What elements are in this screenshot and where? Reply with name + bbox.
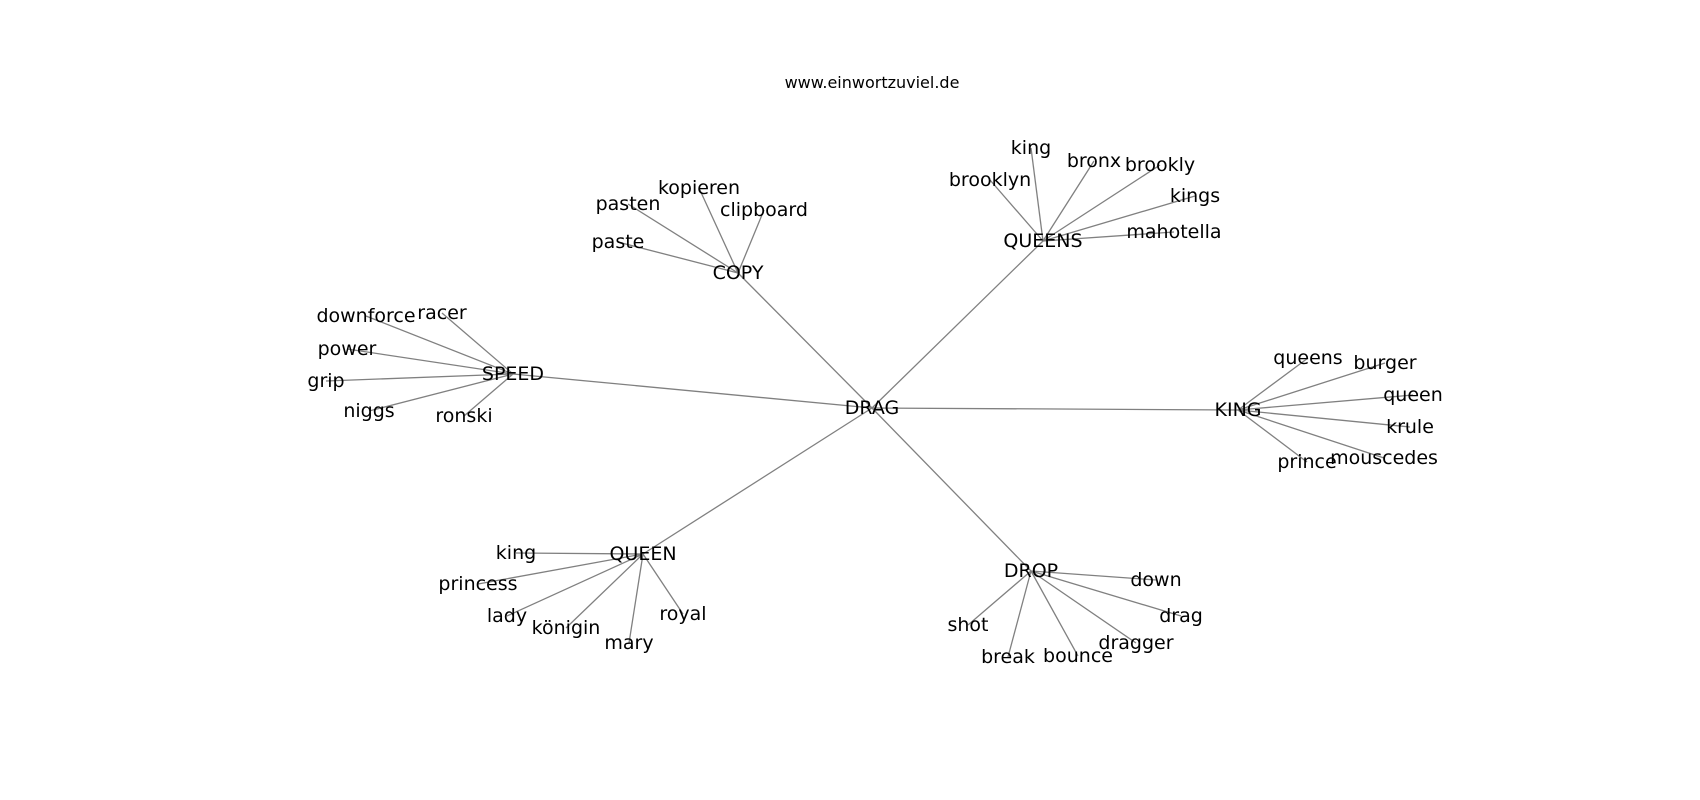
edge-root-speed xyxy=(512,373,873,409)
edge-queens-5 xyxy=(1042,231,1175,242)
node-root: DRAG xyxy=(845,397,899,419)
edge-king-2 xyxy=(1237,394,1414,411)
node-leaf-drop-4: break xyxy=(981,646,1035,668)
edge-queen-5 xyxy=(642,553,684,615)
node-leaf-queen-5: royal xyxy=(659,603,706,625)
edge-drop-4 xyxy=(1007,570,1032,658)
edge-speed-2 xyxy=(346,348,514,375)
edge-king-1 xyxy=(1237,362,1386,411)
edge-copy-0 xyxy=(698,187,739,274)
node-leaf-king-3: krule xyxy=(1386,416,1434,438)
edge-root-queens xyxy=(871,240,1044,409)
edge-speed-0 xyxy=(365,315,514,375)
node-leaf-speed-5: ronski xyxy=(435,405,492,427)
edge-queens-0 xyxy=(1030,147,1044,242)
edge-queen-2 xyxy=(506,553,644,617)
node-leaf-queen-2: lady xyxy=(487,605,527,627)
node-leaf-queens-2: brookly xyxy=(1125,154,1195,176)
edge-speed-3 xyxy=(325,373,514,382)
node-leaf-king-2: queen xyxy=(1383,384,1443,406)
edge-drop-3 xyxy=(1030,570,1079,657)
edge-drop-1 xyxy=(1030,570,1182,617)
graph-edges xyxy=(325,147,1414,658)
node-leaf-queen-4: mary xyxy=(604,632,653,654)
node-leaf-queens-0: king xyxy=(1011,137,1051,159)
edge-speed-1 xyxy=(441,312,514,375)
edge-queen-3 xyxy=(565,553,644,629)
edge-king-0 xyxy=(1237,357,1309,411)
node-leaf-copy-3: paste xyxy=(592,231,645,253)
edge-queens-4 xyxy=(1042,195,1196,242)
edge-root-king xyxy=(871,407,1239,411)
node-hub-speed: SPEED xyxy=(482,363,544,385)
node-hub-queens: QUEENS xyxy=(1003,230,1082,252)
node-leaf-king-1: burger xyxy=(1353,352,1416,374)
node-leaf-drop-2: dragger xyxy=(1098,632,1173,654)
node-leaf-drop-5: shot xyxy=(947,614,988,636)
edge-copy-2 xyxy=(737,209,765,274)
node-leaf-king-5: mouscedes xyxy=(1330,447,1438,469)
node-leaf-queens-4: kings xyxy=(1170,185,1220,207)
edge-speed-5 xyxy=(463,373,514,417)
node-hub-drop: DROP xyxy=(1004,560,1058,582)
edge-copy-3 xyxy=(617,241,739,274)
edge-queens-1 xyxy=(1042,160,1095,242)
source-url: www.einwortzuviel.de xyxy=(785,73,960,92)
edge-drop-0 xyxy=(1030,570,1157,581)
node-leaf-speed-3: grip xyxy=(307,370,344,392)
node-hub-copy: COPY xyxy=(713,262,764,284)
node-leaf-king-4: prince xyxy=(1277,451,1336,473)
node-hub-queen: QUEEN xyxy=(609,543,676,565)
node-leaf-queen-3: königin xyxy=(532,617,601,639)
edge-drop-2 xyxy=(1030,570,1137,644)
edge-root-drop xyxy=(871,407,1032,572)
node-leaf-king-0: queens xyxy=(1273,347,1342,369)
node-leaf-queen-1: princess xyxy=(438,573,517,595)
node-leaf-speed-1: racer xyxy=(417,302,467,324)
edge-root-copy xyxy=(737,272,873,409)
node-leaf-queens-5: mahotella xyxy=(1126,221,1221,243)
node-leaf-copy-0: kopieren xyxy=(658,177,740,199)
node-leaf-queens-1: bronx xyxy=(1067,150,1121,172)
edge-speed-4 xyxy=(368,373,514,412)
node-leaf-speed-0: downforce xyxy=(316,305,415,327)
edge-queen-0 xyxy=(515,552,644,555)
node-leaf-copy-1: pasten xyxy=(596,193,661,215)
node-leaf-copy-2: clipboard xyxy=(720,199,808,221)
node-leaf-drop-3: bounce xyxy=(1043,645,1113,667)
node-leaf-speed-2: power xyxy=(318,338,377,360)
edge-queens-2 xyxy=(1042,164,1161,242)
node-leaf-speed-4: niggs xyxy=(343,400,394,422)
node-leaf-queens-3: brooklyn xyxy=(949,169,1031,191)
edge-root-queen xyxy=(642,407,873,555)
node-leaf-drop-1: drag xyxy=(1159,605,1203,627)
node-leaf-drop-0: down xyxy=(1130,569,1181,591)
edge-king-3 xyxy=(1237,409,1411,428)
edge-king-5 xyxy=(1237,409,1385,459)
node-hub-king: KING xyxy=(1215,399,1262,421)
edge-king-4 xyxy=(1237,409,1308,463)
edge-queen-1 xyxy=(477,553,644,585)
edge-copy-1 xyxy=(627,203,739,274)
edge-drop-5 xyxy=(967,570,1032,626)
edge-queen-4 xyxy=(628,553,644,644)
edge-queens-3 xyxy=(989,179,1044,242)
node-leaf-queen-0: king xyxy=(496,542,536,564)
